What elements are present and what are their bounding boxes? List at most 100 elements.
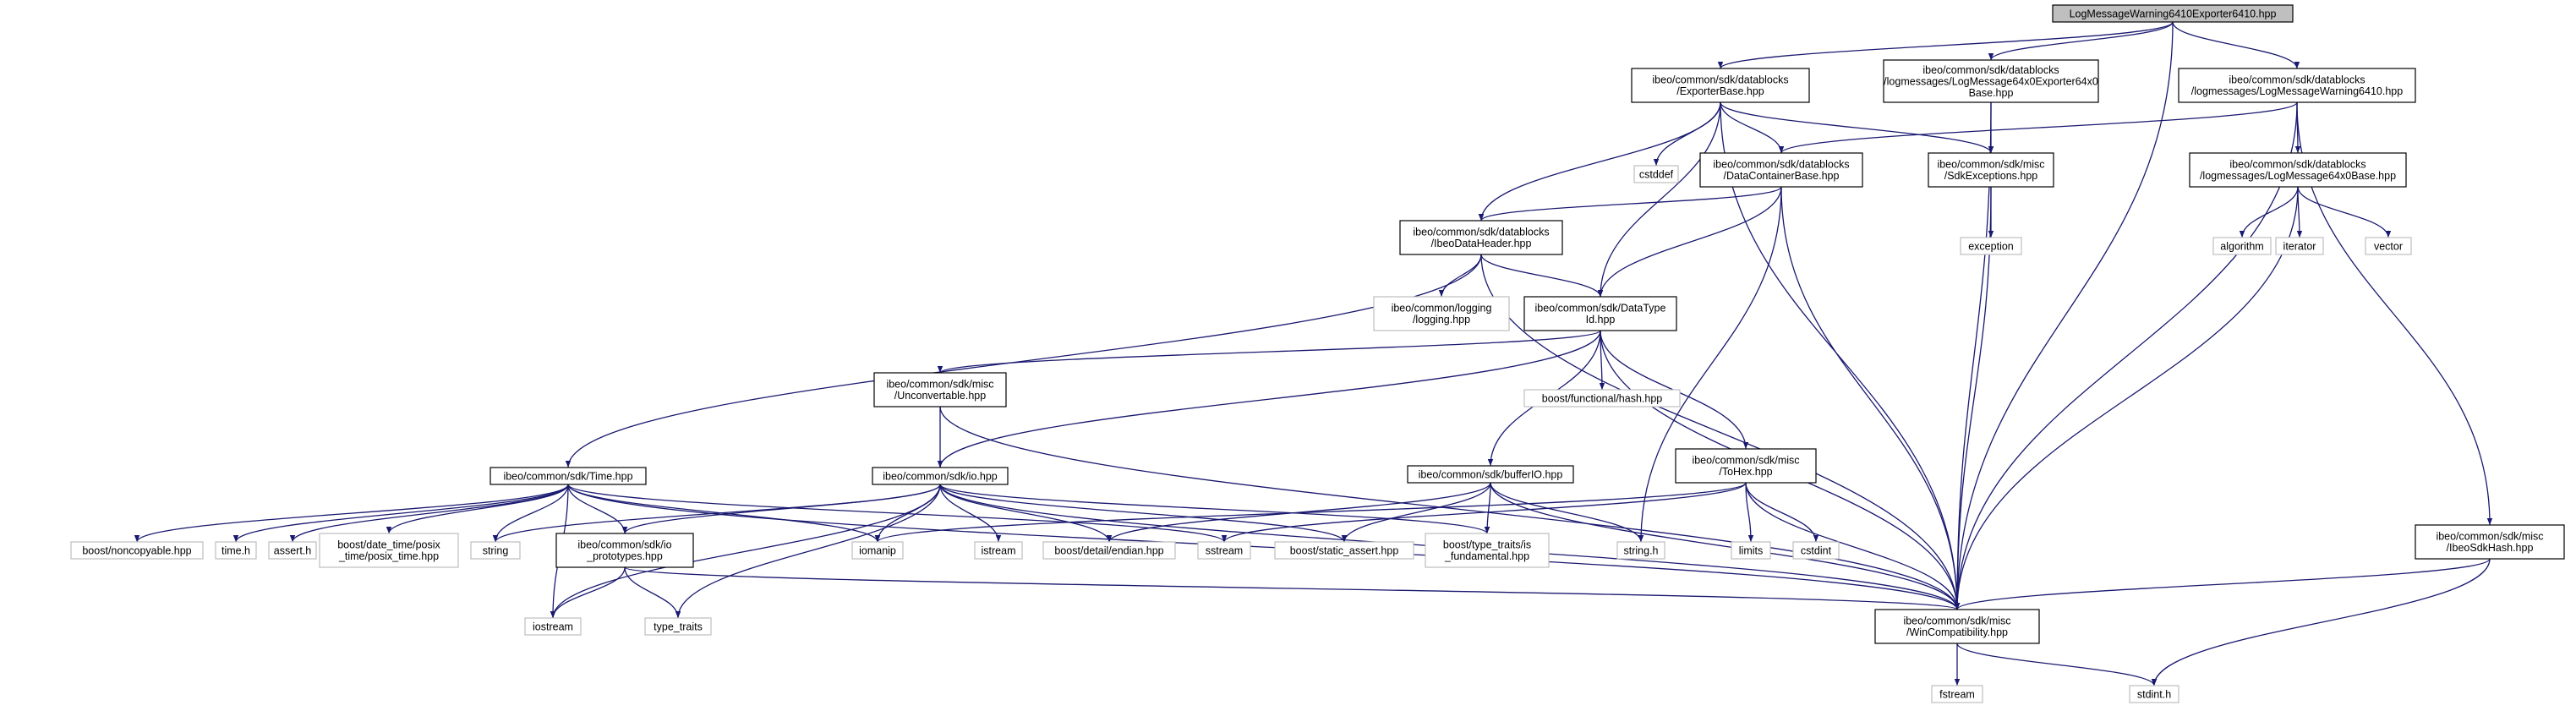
- node-exporterbase[interactable]: ibeo/common/sdk/datablocks/ExporterBase.…: [1631, 68, 1810, 103]
- node-limits: limits: [1731, 541, 1771, 560]
- edge-ioprototypes-to-iostream: [550, 566, 626, 619]
- node-iostream: iostream: [524, 617, 582, 636]
- node-time[interactable]: ibeo/common/sdk/Time.hpp: [489, 467, 647, 485]
- edge-line: [1778, 101, 2298, 154]
- node-box: [1633, 165, 1679, 183]
- edge-line: [939, 484, 1002, 543]
- node-lmwarning6410[interactable]: ibeo/common/sdk/datablocks/logmessages/L…: [2178, 68, 2416, 103]
- node-bufferio[interactable]: ibeo/common/sdk/bufferIO.hpp: [1407, 465, 1574, 484]
- node-box: [1274, 541, 1414, 560]
- node-stdinth: stdint.h: [2129, 685, 2179, 703]
- edge-line: [2239, 186, 2299, 238]
- node-io[interactable]: ibeo/common/sdk/io.hpp: [872, 467, 1009, 485]
- node-label-line: ibeo/common/logging: [1392, 303, 1492, 314]
- edge-line: [624, 566, 681, 619]
- node-label-line: ibeo/common/sdk/datablocks: [1713, 159, 1849, 171]
- node-label-line: _time/posix_time.hpp: [338, 550, 439, 562]
- node-label-line: ibeo/common/sdk/misc: [2436, 531, 2543, 543]
- node-unconvertable[interactable]: ibeo/common/sdk/misc/Unconvertable.hpp: [873, 372, 1007, 407]
- node-label-line: _fundamental.hpp: [1444, 550, 1529, 562]
- edge-ibeodataheader-to-time: [565, 254, 1482, 468]
- edge-lmwarning6410-to-datacontainerbase: [1778, 101, 2298, 154]
- node-label-line: ibeo/common/sdk/io.hpp: [883, 470, 998, 482]
- edge-io-to-ioprototypes: [621, 484, 941, 534]
- node-box: [1731, 541, 1771, 560]
- edge-tohex-to-limits: [1745, 482, 1754, 543]
- node-ioprototypes[interactable]: ibeo/common/sdk/io_prototypes.hpp: [555, 533, 694, 568]
- node-ibeosdkhash[interactable]: ibeo/common/sdk/misc/IbeoSdkHash.hpp: [2415, 524, 2565, 560]
- node-box: [524, 617, 582, 636]
- node-lm64x0exporterbase[interactable]: ibeo/common/sdk/datablocks/logmessages/L…: [1883, 59, 2099, 103]
- node-label-line: cstdint: [1801, 544, 1832, 556]
- node-box: [470, 541, 521, 560]
- node-typetraits: type_traits: [644, 617, 712, 636]
- edge-line: [1597, 186, 1782, 298]
- node-box: [644, 617, 712, 636]
- edge-line: [1717, 21, 2174, 69]
- edge-time-to-sstream: [567, 484, 1227, 543]
- edge-line: [550, 566, 626, 619]
- edge-wincompat-to-stdinth: [1956, 643, 2158, 686]
- node-label-line: algorithm: [2220, 240, 2263, 252]
- edge-line: [567, 484, 1961, 610]
- edge-line: [1954, 101, 2298, 610]
- node-label-line: ibeo/common/sdk/datablocks: [1413, 227, 1549, 238]
- node-label-line: exception: [1968, 240, 2014, 252]
- node-label-line: ibeo/common/sdk/datablocks: [1652, 74, 1788, 86]
- node-label-line: limits: [1739, 544, 1763, 556]
- edge-time-to-wincompat: [567, 484, 1961, 610]
- node-timeh: time.h: [215, 541, 257, 560]
- edge-line: [1745, 482, 1961, 610]
- node-label-line: iostream: [533, 621, 573, 632]
- edge-lm64x0base-to-wincompat: [1954, 186, 2299, 610]
- edge-line: [939, 484, 1490, 534]
- node-label-line: ibeo/common/sdk/misc: [1937, 159, 2044, 171]
- node-label-line: ibeo/common/sdk/io: [577, 539, 671, 551]
- node-tohex[interactable]: ibeo/common/sdk/misc/ToHex.hpp: [1675, 448, 1817, 484]
- node-box: [2178, 68, 2416, 103]
- node-label-line: ibeo/common/sdk/datablocks: [1922, 64, 2059, 76]
- edge-line: [939, 484, 1348, 543]
- node-box: [851, 541, 904, 560]
- edge-line: [939, 484, 1113, 543]
- node-label-line: /Unconvertable.hpp: [894, 390, 986, 402]
- node-sdkexceptions[interactable]: ibeo/common/sdk/misc/SdkExceptions.hpp: [1928, 152, 2054, 188]
- node-ibeodataheader[interactable]: ibeo/common/sdk/datablocks/IbeoDataHeade…: [1399, 220, 1563, 255]
- node-wincompat[interactable]: ibeo/common/sdk/misc/WinCompatibility.hp…: [1874, 609, 2040, 644]
- edge-ibeodataheader-to-logging: [1438, 254, 1482, 298]
- node-datacontainerbase[interactable]: ibeo/common/sdk/datablocks/DataContainer…: [1699, 152, 1863, 188]
- node-box: [2212, 237, 2272, 255]
- edge-io-to-endian: [939, 484, 1113, 543]
- edge-root-to-lm64x0exporterbase: [1988, 21, 2174, 61]
- node-exception: exception: [1960, 237, 2022, 255]
- edge-line: [938, 330, 1601, 374]
- node-stringh: string.h: [1616, 541, 1665, 560]
- node-label-line: type_traits: [654, 621, 703, 632]
- edge-root-to-wincompat: [1954, 21, 2174, 610]
- node-label-line: ibeo/common/sdk/misc: [1692, 455, 1799, 467]
- edge-line: [1341, 482, 1491, 543]
- edge-line: [1988, 21, 2174, 61]
- edge-sdkexceptions-to-wincompat: [1954, 186, 1992, 610]
- node-istream: istream: [974, 541, 1023, 560]
- node-box: [1792, 541, 1840, 560]
- edge-line: [567, 484, 1227, 543]
- node-label-line: /SdkExceptions.hpp: [1944, 170, 2038, 182]
- node-label-line: boost/date_time/posix: [337, 539, 440, 551]
- node-box: [1042, 541, 1176, 560]
- edge-line: [134, 484, 569, 543]
- edge-datatypeid-to-unconvertable: [938, 330, 1601, 374]
- node-root[interactable]: LogMessageWarning6410Exporter6410.hpp: [2052, 4, 2294, 23]
- node-label-line: ibeo/common/sdk/datablocks: [2229, 74, 2365, 86]
- edge-line: [1780, 186, 1961, 610]
- node-label-line: Id.hpp: [1586, 314, 1616, 325]
- edge-line: [937, 330, 1601, 468]
- nodes-layer: LogMessageWarning6410Exporter6410.hpp ibe…: [70, 4, 2565, 703]
- edge-line: [675, 484, 941, 619]
- node-label-line: boost/type_traits/is: [1443, 539, 1531, 551]
- edge-ibeosdkhash-to-stdinth: [2151, 558, 2491, 686]
- node-label-line: sstream: [1206, 544, 1243, 556]
- node-lm64x0base[interactable]: ibeo/common/sdk/datablocks/logmessages/L…: [2189, 152, 2407, 188]
